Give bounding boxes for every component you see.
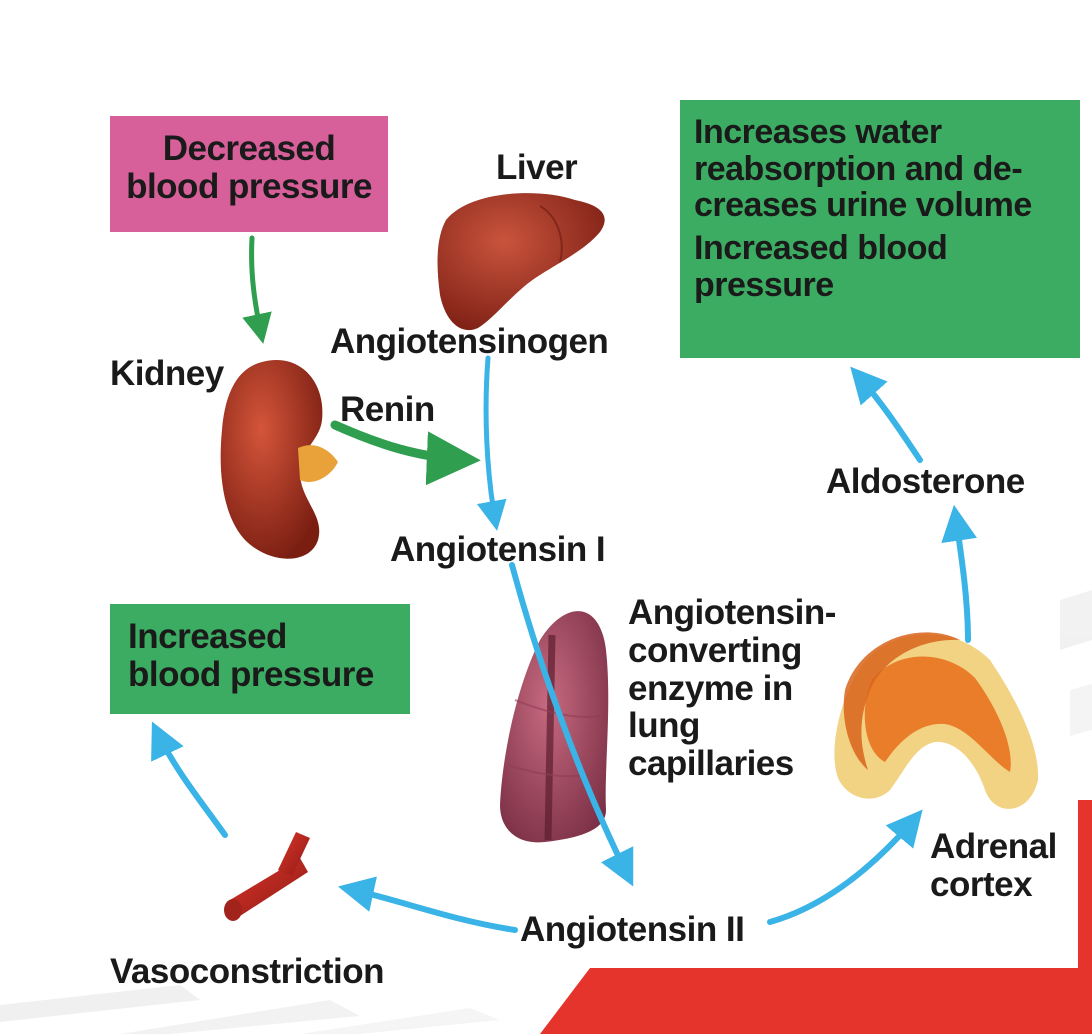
adrenal-line-2: cortex — [930, 866, 1057, 904]
ace-line-5: capillaries — [628, 745, 836, 783]
effect-line-3: creases urine volume — [694, 187, 1080, 224]
water-reabsorption-box: Increases water reabsorption and de- cre… — [680, 100, 1080, 358]
kidney-icon — [221, 360, 338, 559]
ace-line-2: converting — [628, 632, 836, 670]
renin-label: Renin — [340, 392, 435, 427]
decreased-bp-line-1: Decreased — [110, 130, 388, 168]
arrow-ang2-to-vasoconstriction — [345, 888, 515, 930]
corner-accent — [540, 968, 1092, 1034]
aldosterone-label: Aldosterone — [826, 464, 1025, 499]
increased-bp-box: Increased blood pressure — [110, 604, 410, 714]
decreased-bp-box: Decreased blood pressure — [110, 116, 388, 232]
liver-icon — [438, 193, 605, 330]
lung-icon — [500, 611, 608, 842]
ace-line-4: lung — [628, 707, 836, 745]
arrow-ang2-to-adrenal — [770, 815, 918, 922]
effect-line-2: reabsorption and de- — [694, 151, 1080, 188]
effect-line-4: Increased blood — [694, 230, 1080, 267]
increased-bp-line-1: Increased — [128, 618, 410, 656]
effect-line-1: Increases water — [694, 114, 1080, 151]
adrenal-cortex-label: Adrenal cortex — [930, 828, 1057, 904]
ace-label: Angiotensin- converting enzyme in lung c… — [628, 594, 836, 783]
adrenal-line-1: Adrenal — [930, 828, 1057, 866]
ace-line-1: Angiotensin- — [628, 594, 836, 632]
arrow-adrenal-to-aldosterone — [955, 512, 968, 640]
arrow-angiotensinogen-to-ang1 — [486, 358, 496, 525]
arrow-bp-to-kidney — [252, 238, 262, 338]
effect-line-5: pressure — [694, 267, 1080, 304]
increased-bp-line-2: blood pressure — [128, 656, 410, 694]
arrow-vasoconstriction-to-bp — [155, 728, 225, 835]
kidney-label: Kidney — [110, 356, 224, 391]
corner-accent-bar — [1078, 800, 1092, 968]
adrenal-gland-icon — [834, 632, 1038, 809]
vasoconstriction-label: Vasoconstriction — [110, 954, 384, 989]
angiotensinogen-label: Angiotensinogen — [330, 324, 608, 359]
angiotensin-2-label: Angiotensin II — [520, 912, 744, 947]
arrow-aldosterone-to-effect — [855, 372, 920, 460]
ace-line-3: enzyme in — [628, 670, 836, 708]
blood-vessel-icon — [224, 832, 310, 921]
liver-label: Liver — [496, 150, 577, 185]
arrow-renin — [335, 425, 470, 460]
angiotensin-1-label: Angiotensin I — [390, 532, 605, 567]
decreased-bp-line-2: blood pressure — [110, 168, 388, 206]
